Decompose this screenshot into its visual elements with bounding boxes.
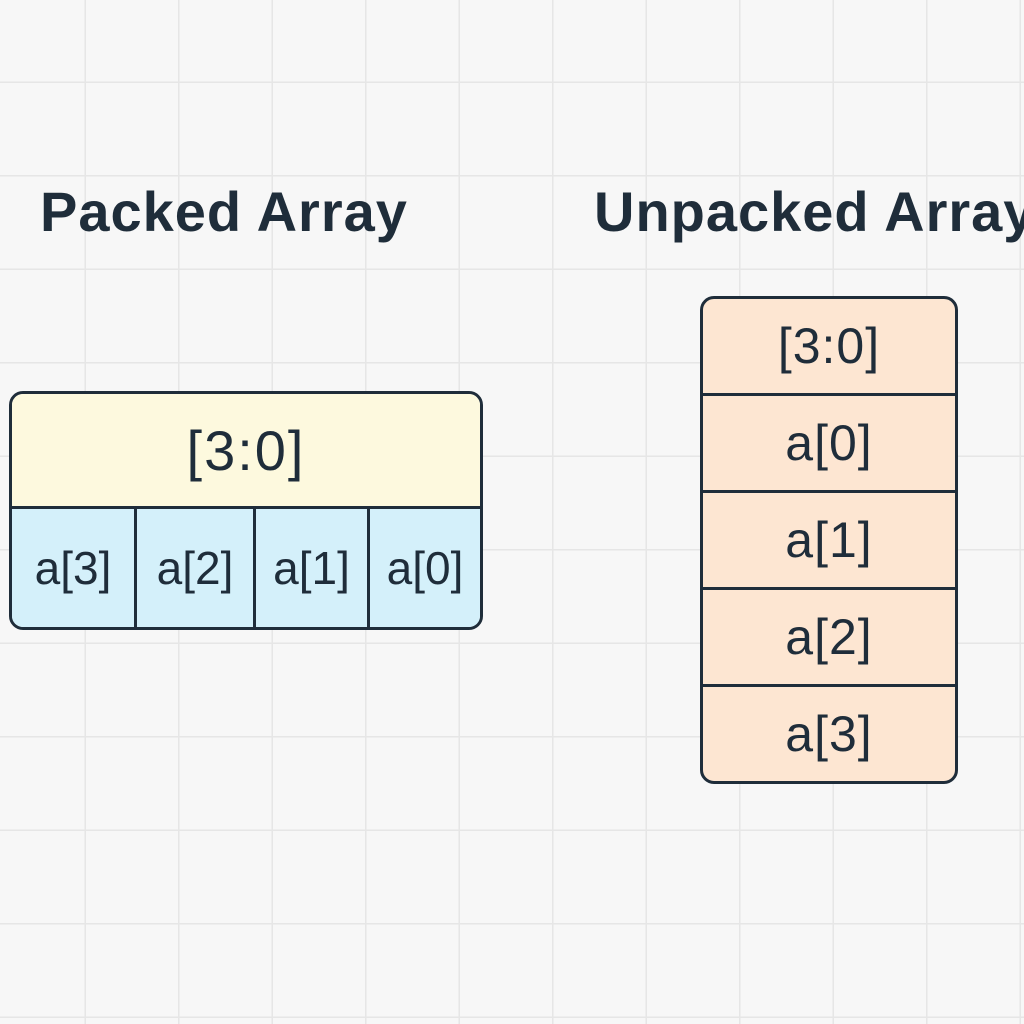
packed-element-a0: a[0] — [386, 542, 464, 594]
unpacked-range-header: [3:0] — [703, 299, 955, 396]
packed-array-diagram: [3:0] a[3] a[2] a[1] a[0] — [9, 391, 483, 630]
packed-range-header: [3:0] — [12, 394, 480, 509]
unpacked-element-a0: a[0] — [703, 396, 955, 493]
packed-array-title: Packed Array — [40, 180, 408, 243]
unpacked-element-a2: a[2] — [703, 590, 955, 687]
packed-element-a3: a[3] — [12, 509, 137, 627]
packed-element-a1: a[1] — [256, 509, 370, 627]
packed-elements-row: a[3] a[2] a[1] a[0] — [12, 509, 480, 627]
unpacked-element-a1: a[1] — [703, 493, 955, 590]
unpacked-array-title: Unpacked Array — [594, 180, 1024, 243]
unpacked-element-a3: a[3] — [785, 706, 873, 762]
unpacked-array-diagram: [3:0] a[0] a[1] a[2] a[3] — [700, 296, 958, 784]
packed-element-a2: a[2] — [137, 509, 256, 627]
